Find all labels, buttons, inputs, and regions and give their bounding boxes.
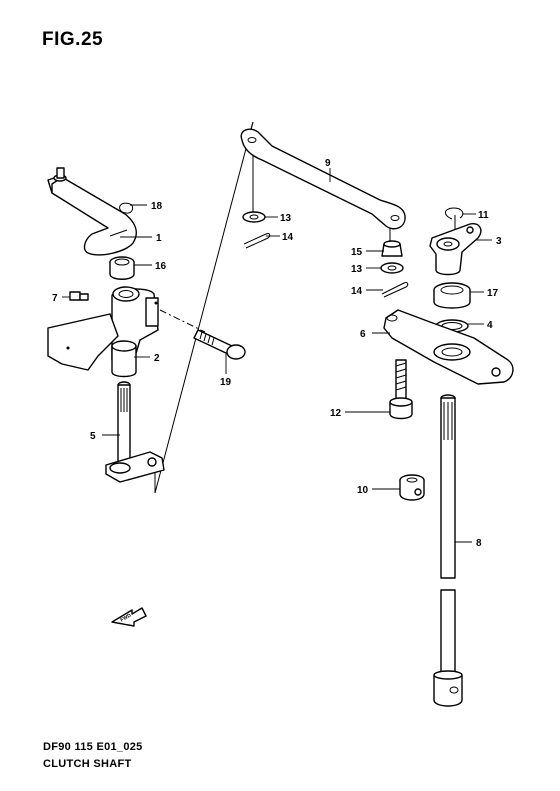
assembly-guide-lines xyxy=(154,121,456,494)
pin-icon xyxy=(243,233,409,298)
washer-icon xyxy=(242,211,404,274)
callout-13-upper: 13 xyxy=(280,213,292,224)
callout-3: 3 xyxy=(496,236,502,247)
rod-icon xyxy=(240,128,406,230)
shaft-icon xyxy=(105,381,165,483)
callout-17: 17 xyxy=(487,288,499,299)
callout-12: 12 xyxy=(330,408,342,419)
bolt-icon xyxy=(193,329,246,360)
leader-lines xyxy=(62,168,492,543)
callout-16: 16 xyxy=(155,261,167,272)
callout-19: 19 xyxy=(220,377,232,388)
callout-4: 4 xyxy=(487,320,493,331)
fwd-label: FWD xyxy=(120,612,133,623)
clip-icon xyxy=(119,202,134,214)
callout-13-lower: 13 xyxy=(351,264,363,275)
drawing-code: DF90 115 E01_025 xyxy=(43,741,143,753)
callout-7: 7 xyxy=(52,293,58,304)
bolt-icon xyxy=(389,359,413,420)
lever-icon xyxy=(383,309,514,385)
bracket-icon xyxy=(47,286,159,378)
callout-15: 15 xyxy=(351,247,363,258)
bush-icon xyxy=(109,256,135,280)
nipple-icon xyxy=(69,291,89,301)
callout-11: 11 xyxy=(478,210,489,221)
ring-icon xyxy=(445,207,464,220)
callout-14-lower: 14 xyxy=(351,286,363,297)
callout-18: 18 xyxy=(151,201,163,212)
nut-icon xyxy=(381,240,403,257)
arm-icon xyxy=(47,167,137,256)
drawing-name: CLUTCH SHAFT xyxy=(43,758,132,770)
lever-icon xyxy=(429,223,482,276)
callout-6: 6 xyxy=(360,329,366,340)
callout-2: 2 xyxy=(154,353,160,364)
shaft-icon xyxy=(433,394,463,707)
callout-14-upper: 14 xyxy=(282,232,294,243)
collar-icon xyxy=(399,474,425,501)
fwd-direction-icon: FWD xyxy=(111,607,147,627)
callout-9: 9 xyxy=(325,158,331,169)
callout-1: 1 xyxy=(156,233,162,244)
callout-labels: 18 1 16 7 2 19 5 9 13 14 15 13 14 11 3 1… xyxy=(52,158,502,549)
figure-title: FIG.25 xyxy=(42,29,104,50)
callout-5: 5 xyxy=(90,431,96,442)
callout-10: 10 xyxy=(357,485,369,496)
callout-8: 8 xyxy=(476,538,482,549)
bush-icon xyxy=(433,282,471,309)
